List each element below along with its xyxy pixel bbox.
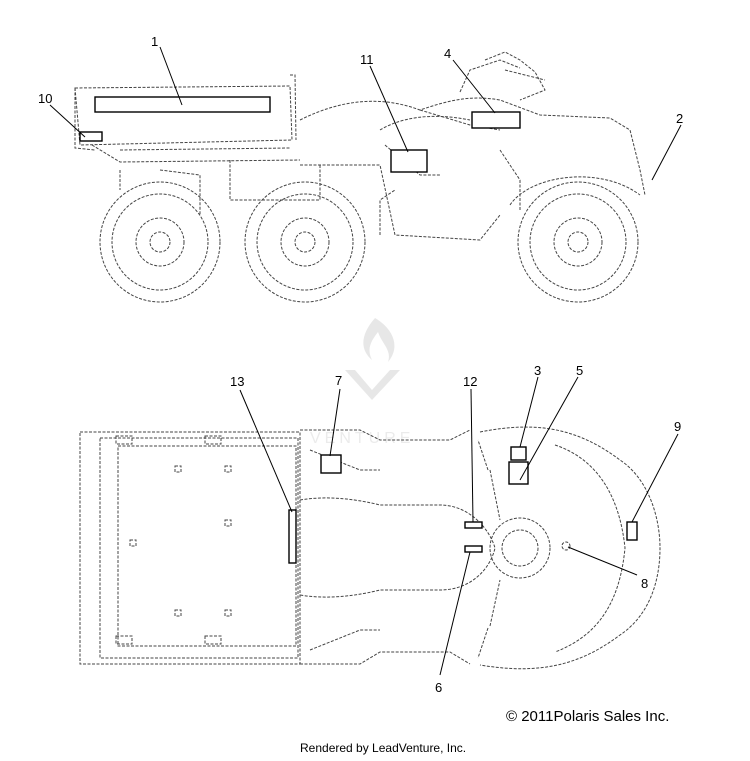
leader-12 <box>470 388 474 523</box>
decal-6 <box>464 545 483 553</box>
leader-2 <box>651 124 682 181</box>
leader-13 <box>239 389 293 513</box>
decal-10 <box>79 131 103 142</box>
decal-13 <box>288 509 297 564</box>
decal-11 <box>390 149 428 173</box>
decal-12 <box>464 521 483 529</box>
leader-9 <box>631 433 679 523</box>
leader-10 <box>49 104 86 138</box>
leader-6 <box>439 551 471 676</box>
leader-8 <box>567 546 638 576</box>
callout-numbers: 1 2 3 4 5 6 7 8 9 10 11 12 13 <box>38 34 683 695</box>
callout-11: 11 <box>360 52 374 67</box>
watermark-logo: VENTURE <box>310 318 414 447</box>
callout-13: 13 <box>230 374 244 389</box>
leader-1 <box>159 46 183 106</box>
decal-3 <box>510 446 527 461</box>
top-view-vehicle <box>79 426 661 670</box>
callout-2: 2 <box>676 111 683 126</box>
callout-7: 7 <box>335 373 342 388</box>
callout-6: 6 <box>435 680 442 695</box>
leader-3 <box>519 376 539 448</box>
callout-12: 12 <box>463 374 477 389</box>
leader-4 <box>452 59 496 114</box>
callout-1: 1 <box>151 34 158 49</box>
decal-7 <box>320 454 342 474</box>
rendered-by-text: Rendered by LeadVenture, Inc. <box>300 741 467 755</box>
watermark-text: VENTURE <box>310 430 414 447</box>
decal-1 <box>94 96 271 113</box>
decal-5 <box>508 461 529 485</box>
callout-3: 3 <box>534 363 541 378</box>
top-decals <box>288 446 638 564</box>
leader-5 <box>519 376 579 481</box>
side-view-vehicle <box>74 51 646 303</box>
side-decals <box>79 96 521 173</box>
leader-7 <box>329 388 341 457</box>
decal-4 <box>471 111 521 129</box>
copyright-text: © 2011Polaris Sales Inc. <box>506 708 670 725</box>
leader-lines <box>49 46 682 676</box>
callout-9: 9 <box>674 419 681 434</box>
callout-5: 5 <box>576 363 583 378</box>
decal-9 <box>626 521 638 541</box>
leader-11 <box>369 65 409 153</box>
callout-8: 8 <box>641 576 648 591</box>
callout-10: 10 <box>38 91 52 106</box>
callout-4: 4 <box>444 46 451 61</box>
